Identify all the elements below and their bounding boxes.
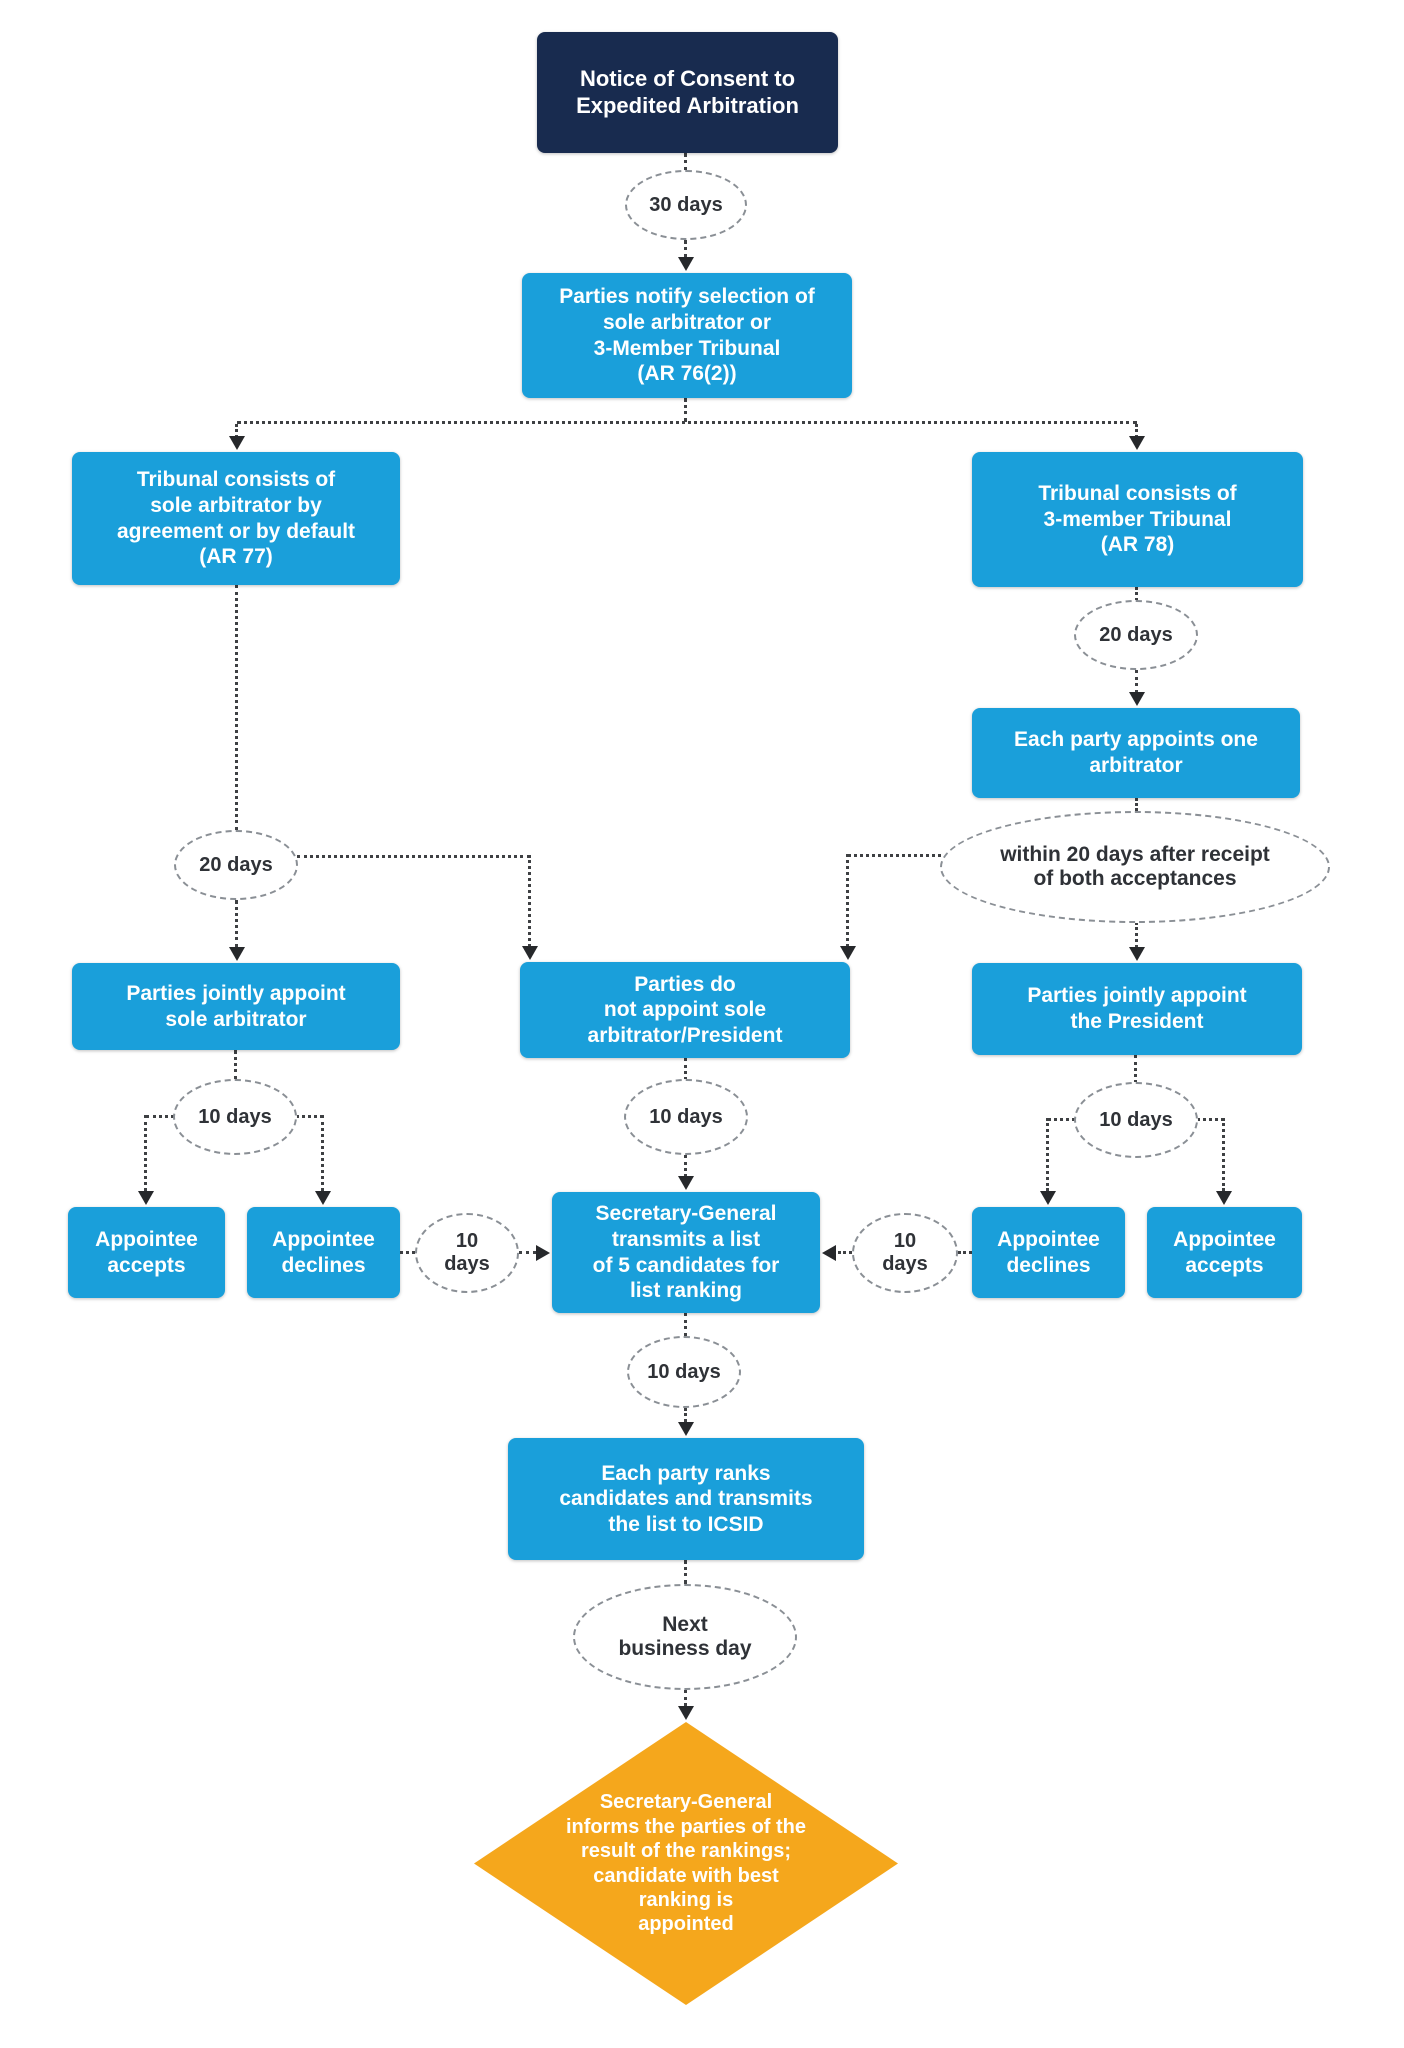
connector (297, 855, 530, 858)
connector (321, 1115, 324, 1191)
arrowhead-icon (229, 436, 245, 450)
node-parties-notify-selection: Parties notify selection of sole arbitra… (522, 273, 852, 398)
connector (684, 1690, 687, 1706)
connector (958, 1251, 972, 1254)
connector (235, 900, 238, 948)
arrowhead-icon (678, 1422, 694, 1436)
connector (848, 854, 941, 857)
arrowhead-icon (678, 1176, 694, 1190)
connector (684, 153, 687, 171)
node-each-party-appoints: Each party appoints one arbitrator (972, 708, 1300, 798)
connector (684, 1408, 687, 1422)
node-jointly-appoint-sole: Parties jointly appoint sole arbitrator (72, 963, 400, 1050)
node-appointee-accepts-left: Appointee accepts (68, 1207, 225, 1298)
node-three-member-tribunal: Tribunal consists of 3-member Tribunal (… (972, 452, 1303, 587)
timer-within-20-days: within 20 days after receipt of both acc… (940, 811, 1330, 923)
arrowhead-icon (678, 1706, 694, 1720)
connector (684, 1058, 687, 1080)
node-parties-do-not-appoint: Parties do not appoint sole arbitrator/P… (520, 962, 850, 1058)
connector (146, 1115, 174, 1118)
node-appointee-declines-left: Appointee declines (247, 1207, 400, 1298)
connector (519, 1251, 536, 1254)
timer-10-days-left-side: 10 days (415, 1213, 519, 1293)
connector (528, 855, 531, 947)
connector (838, 1251, 852, 1254)
node-appointee-declines-right: Appointee declines (972, 1207, 1125, 1298)
connector (684, 1560, 687, 1584)
connector (144, 1115, 147, 1191)
node-sg-transmits-list: Secretary-General transmits a list of 5 … (552, 1192, 820, 1313)
timer-next-business-day: Next business day (573, 1584, 797, 1690)
connector (684, 1313, 687, 1336)
node-appointee-accepts-right: Appointee accepts (1147, 1207, 1302, 1298)
node-sole-arbitrator-tribunal: Tribunal consists of sole arbitrator by … (72, 452, 400, 585)
connector (1197, 1118, 1224, 1121)
connector (1135, 424, 1138, 438)
connector (237, 421, 1137, 424)
timer-20-days-right: 20 days (1074, 600, 1198, 670)
connector (234, 1050, 237, 1080)
connector (235, 585, 238, 830)
arrowhead-icon (229, 947, 245, 961)
timer-20-days-left: 20 days (174, 830, 298, 900)
connector (1135, 670, 1138, 693)
arrowhead-icon (138, 1191, 154, 1205)
connector (235, 424, 238, 438)
timer-10-days-right: 10 days (1074, 1082, 1198, 1158)
arrowhead-icon (1129, 692, 1145, 706)
connector (1222, 1118, 1225, 1191)
node-notice-of-consent: Notice of Consent to Expedited Arbitrati… (537, 32, 838, 153)
arrowhead-icon (1216, 1191, 1232, 1205)
connector (1135, 922, 1138, 948)
arrowhead-icon (522, 946, 538, 960)
node-each-party-ranks: Each party ranks candidates and transmit… (508, 1438, 864, 1560)
connector (1135, 587, 1138, 601)
arrowhead-icon (678, 257, 694, 271)
arrowhead-icon (1129, 947, 1145, 961)
connector (400, 1251, 415, 1254)
connector (296, 1115, 323, 1118)
arrowhead-icon (840, 946, 856, 960)
timer-10-days-right-side: 10 days (852, 1213, 958, 1293)
timer-10-days-below: 10 days (627, 1336, 741, 1408)
connector (684, 240, 687, 258)
connector (1048, 1118, 1075, 1121)
connector (1135, 798, 1138, 811)
node-sg-informs-result-diamond: Secretary-General informs the parties of… (474, 1722, 898, 2005)
connector (684, 1155, 687, 1177)
timer-10-days-middle: 10 days (624, 1079, 748, 1155)
connector (1134, 1055, 1137, 1083)
connector (846, 854, 849, 947)
connector (684, 398, 687, 422)
timer-30-days: 30 days (625, 170, 747, 240)
arrowhead-icon (1129, 436, 1145, 450)
arrowhead-icon (536, 1245, 550, 1261)
node-jointly-appoint-president: Parties jointly appoint the President (972, 963, 1302, 1055)
arrowhead-icon (822, 1245, 836, 1261)
arrowhead-icon (1040, 1191, 1056, 1205)
connector (1046, 1118, 1049, 1191)
arrowhead-icon (315, 1191, 331, 1205)
timer-10-days-left: 10 days (173, 1079, 297, 1155)
